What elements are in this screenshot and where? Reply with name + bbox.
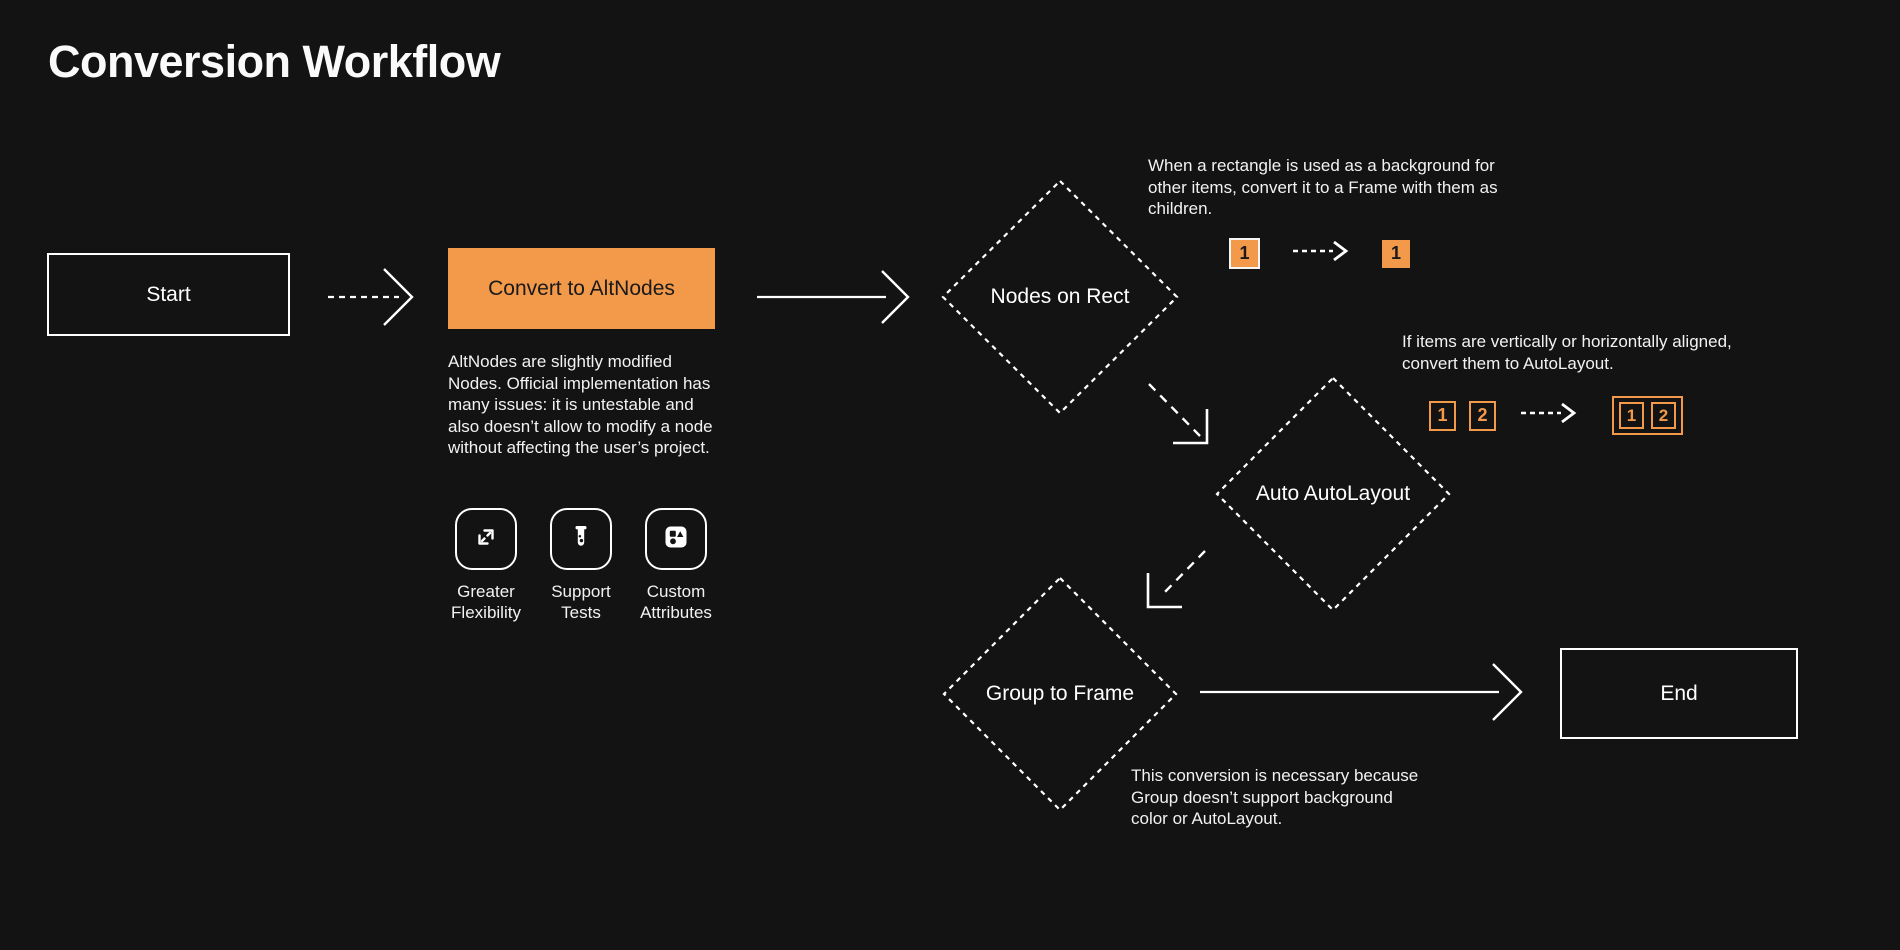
arrow-autolayout-to-grouptoframe	[1146, 550, 1206, 609]
convert-node-label: Convert to AltNodes	[488, 276, 675, 300]
note-autolayout: If items are vertically or horizontally …	[1402, 332, 1732, 373]
feature-label: Support Tests	[551, 582, 611, 622]
autolayout-illustration: 1 2 1 2	[1429, 396, 1683, 435]
arrow-nodesonrect-to-autolayout	[1148, 383, 1209, 445]
note-group-to-frame: This conversion is necessary because Gro…	[1131, 766, 1419, 828]
feature-icon-box	[455, 508, 517, 570]
arrow-grouptoframe-to-end	[1200, 663, 1523, 721]
start-node-label: Start	[146, 282, 191, 306]
feature-greater-flexibility: Greater Flexibility	[440, 508, 532, 623]
nodes-on-rect-label: Nodes on Rect	[990, 285, 1130, 308]
feature-list: Greater Flexibility Support Tests	[440, 508, 722, 623]
arrow-convert-to-nodesonrect	[757, 270, 910, 324]
badge-rect-before: 1	[1229, 238, 1260, 269]
badge-rect-after: 1	[1382, 239, 1410, 268]
feature-label: Greater Flexibility	[451, 582, 521, 622]
badge-item-2: 2	[1469, 400, 1496, 431]
badge-item-2-grouped: 2	[1651, 402, 1676, 429]
note-rect-to-frame: When a rectangle is used as a background…	[1148, 156, 1498, 218]
convert-to-altnodes-node: Convert to AltNodes	[448, 248, 715, 329]
auto-autolayout-label: Auto AutoLayout	[1255, 482, 1411, 505]
start-node: Start	[47, 253, 290, 336]
feature-support-tests: Support Tests	[535, 508, 627, 623]
page-title: Conversion Workflow	[48, 36, 501, 87]
rect-to-frame-illustration: 1 1	[1229, 238, 1410, 269]
badge-item-1-grouped: 1	[1619, 402, 1644, 429]
dashed-arrow-icon	[1291, 239, 1351, 268]
dashed-arrow-icon	[1519, 401, 1579, 430]
test-tube-icon	[566, 522, 596, 557]
feature-label: Custom Attributes	[640, 582, 712, 622]
expand-icon	[471, 522, 501, 557]
end-node: End	[1560, 648, 1798, 739]
badge-item-1: 1	[1429, 400, 1456, 431]
feature-custom-attributes: Custom Attributes	[630, 508, 722, 623]
note-altnodes: AltNodes are slightly modified Nodes. Of…	[448, 352, 713, 457]
feature-icon-box	[645, 508, 707, 570]
autolayout-frame-container: 1 2	[1612, 396, 1683, 435]
group-to-frame-label: Group to Frame	[985, 682, 1135, 705]
end-node-label: End	[1660, 681, 1698, 705]
feature-icon-box	[550, 508, 612, 570]
shapes-icon	[661, 522, 691, 557]
arrow-start-to-convert	[328, 268, 414, 326]
